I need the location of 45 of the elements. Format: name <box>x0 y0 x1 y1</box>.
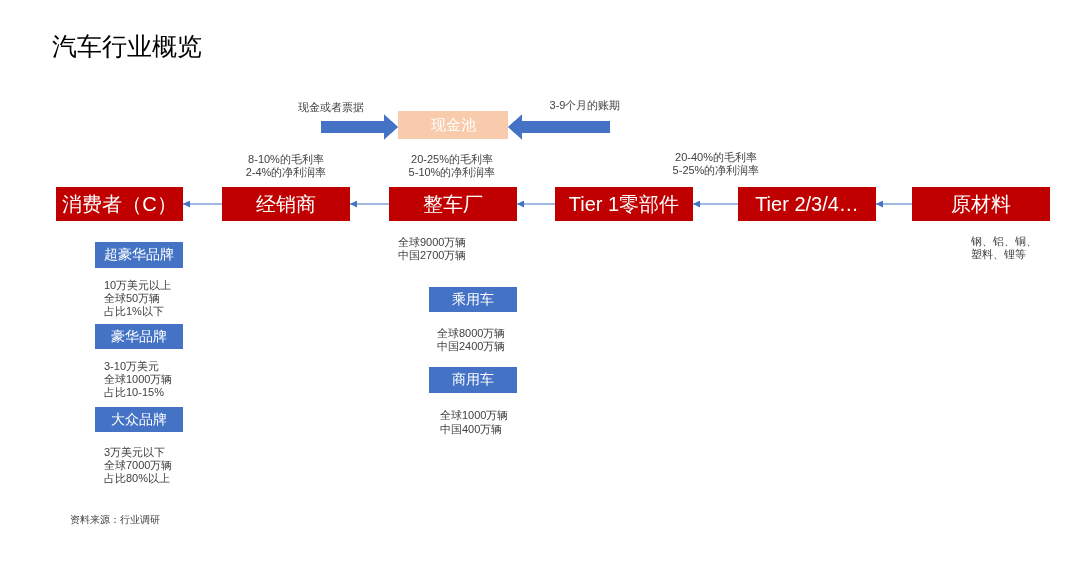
annotation-text: 占比1%以下 <box>104 304 164 318</box>
arrow <box>875 200 913 208</box>
block-arrow <box>508 114 610 140</box>
annotation-text: 全球7000万辆 <box>104 458 173 472</box>
source-note: 资料来源：行业调研 <box>70 512 160 526</box>
arrow <box>349 200 390 208</box>
annotation-text: 3-10万美元 <box>104 359 160 373</box>
title: 汽车行业概览 <box>52 31 202 61</box>
arrow <box>692 200 739 208</box>
annotation-text: 全球8000万辆 <box>437 326 506 340</box>
annotation-text: 10万美元以上 <box>104 278 172 292</box>
annotation-text: 全球50万辆 <box>104 291 161 305</box>
stage-box: 整车厂 <box>389 187 517 221</box>
edge-label: 3-9个月的账期 <box>547 98 623 112</box>
annotation-text: 8-10%的毛利率 <box>248 152 324 166</box>
category-box: 乘用车 <box>429 287 517 312</box>
arrow <box>516 200 556 208</box>
annotation-text: 钢、铝、铜、塑料、锂等 <box>971 235 1038 261</box>
annotation-text: 中国2700万辆 <box>398 248 467 262</box>
annotation-text: 占比10-15% <box>104 385 164 399</box>
annotation-text: 5-25%的净利润率 <box>672 163 760 177</box>
edge-label: 现金或者票据 <box>296 100 366 114</box>
stage-box: 原材料 <box>912 187 1050 221</box>
annotation-text: 中国2400万辆 <box>437 339 506 353</box>
annotation-text: 全球9000万辆 <box>398 235 467 249</box>
stage-box: Tier 1零部件 <box>555 187 693 221</box>
annotation-text: 20-40%的毛利率 <box>675 150 757 164</box>
annotation-text: 20-25%的毛利率 <box>411 152 493 166</box>
annotation-text: 全球1000万辆 <box>104 372 173 386</box>
category-box: 豪华品牌 <box>95 324 183 349</box>
stage-box: 经销商 <box>222 187 350 221</box>
annotation-text: 2-4%的净利润率 <box>245 165 327 179</box>
arrow <box>182 200 223 208</box>
block-arrow <box>321 114 398 140</box>
annotation-text: 3万美元以下 <box>104 445 166 459</box>
annotation-text: 5-10%的净利润率 <box>408 165 496 179</box>
category-box: 超豪华品牌 <box>95 242 183 268</box>
category-box: 大众品牌 <box>95 407 183 432</box>
category-box: 商用车 <box>429 367 517 393</box>
stage-box: 消费者（C） <box>56 187 183 221</box>
stage-box: Tier 2/3/4… <box>738 187 876 221</box>
annotation-text: 占比80%以上 <box>104 471 171 485</box>
pool-box: 现金池 <box>398 111 508 139</box>
annotation-text: 中国400万辆 <box>440 422 503 436</box>
annotation-text: 全球1000万辆 <box>440 408 509 422</box>
